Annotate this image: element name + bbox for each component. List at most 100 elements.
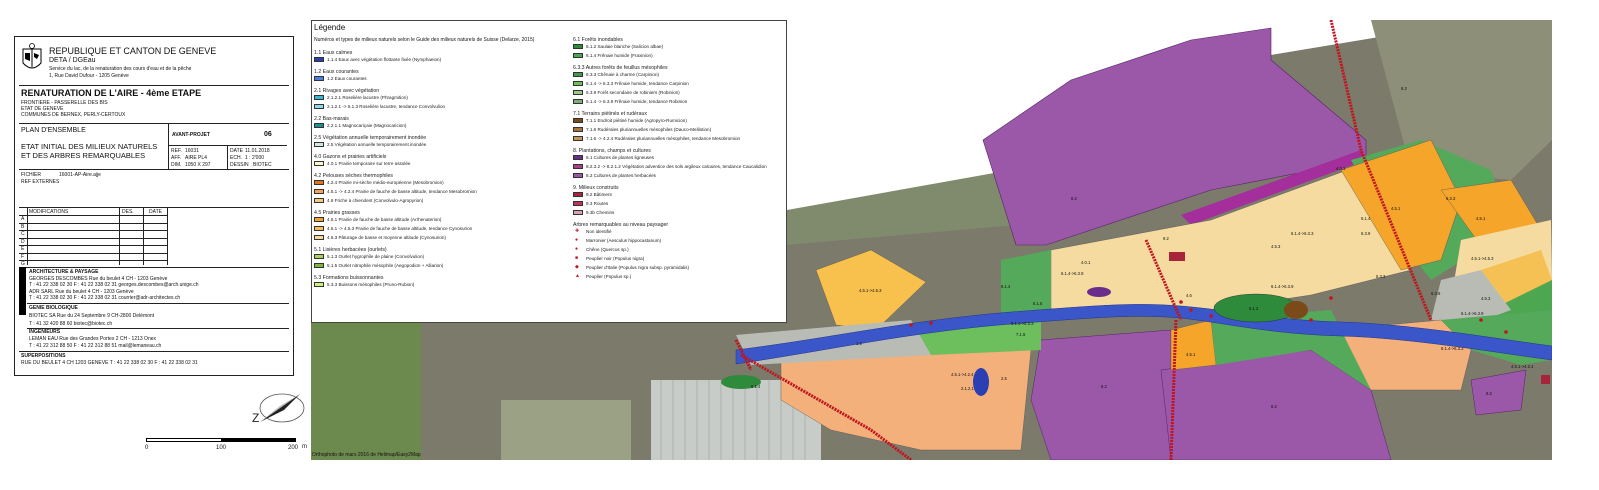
label-fre-rob-1: 6.1.4->6.3.9 (1061, 271, 1084, 276)
svg-text:Z: Z (252, 411, 259, 425)
building-9.2[interactable] (1169, 252, 1185, 261)
orthophoto-east (1371, 20, 1552, 180)
legend-subtitle: Numéros et types de milieux naturels sel… (314, 37, 535, 43)
building-9.2-small[interactable] (1541, 375, 1550, 384)
zone-4.5.1-4.5.3-west[interactable] (815, 249, 927, 331)
legend-section-heading: 7.1 Terrains piétinés et rudéraux (573, 111, 648, 117)
legend-swatch (573, 210, 583, 215)
geneva-coat-of-arms-icon (22, 43, 42, 69)
tree-symbol[interactable] (1189, 308, 1193, 312)
legend-section-heading: 9. Milieux construits (573, 185, 619, 191)
tree-symbol[interactable] (1504, 330, 1508, 334)
legend-entry: 6.1.4 Frênaie humide (Fraxinion) (573, 53, 653, 58)
legend-swatch (573, 90, 583, 95)
legend-entry-label: 6.1.4 Frênaie humide (Fraxinion) (586, 53, 653, 58)
date-header: DATE (149, 209, 162, 215)
modification-row-letter: B (21, 223, 25, 230)
legend-entry: 8.2 Cultures de plantes herbacées (573, 173, 656, 178)
legend-entry-label: Peuplier (Populus sp.) (586, 274, 632, 279)
legend-entry: 4.5.3 Pâturage de basse et moyenne altit… (314, 235, 446, 240)
zone-4.5.3-ne[interactable] (1481, 250, 1552, 310)
label-8.2-south: 8.2 (1101, 384, 1107, 389)
legend-swatch (314, 226, 324, 231)
genie-line-1: BIOTEC SA Rue du 24 Septembre 9 CH-2800 … (29, 313, 155, 319)
label-8.2-east: 8.2 (1486, 391, 1492, 396)
legend-section-heading: 5.1 Lisières herbacées (ourlets) (314, 247, 387, 253)
tree-symbol[interactable] (909, 323, 913, 327)
modification-row-letter: G (21, 261, 25, 267)
tree-symbol[interactable] (1479, 318, 1483, 322)
date-value: 11.01.2018 (245, 148, 270, 154)
legend-entry-label: 1.1.4 Eaux avec végétation flottante fix… (327, 57, 442, 62)
pond-small-2[interactable] (973, 368, 989, 396)
road-vertical (1169, 319, 1178, 460)
label-8.2-south-east: 8.2 (1271, 404, 1277, 409)
legend-entry: 5.1.5 Ourlet nitrophile mésophile (Aegop… (314, 263, 443, 268)
ing-line-2: T : 41 22 312 88 50 F : 41 22 312 88 51 … (29, 343, 162, 349)
zone-8.2-south[interactable] (1030, 329, 1172, 460)
modification-row-line (19, 252, 167, 254)
label-temp-2: 4.0.1 (1336, 166, 1346, 171)
plan-label: PLAN D'ENSEMBLE (21, 127, 86, 134)
field-green-west (311, 320, 421, 460)
legend-swatch (573, 53, 583, 58)
zone-8.2-north[interactable] (982, 27, 1367, 246)
label-cyn-west: 4.5.1->4.5.3 (859, 288, 882, 293)
legend-swatch (314, 142, 324, 147)
map-canvas[interactable]: 8.2 8.2 8.2 8.2 8.2 4.5.1->4.2.4 4.5.1->… (311, 20, 1552, 460)
river-aire[interactable] (735, 304, 1552, 365)
legend-entry: 6.3.3 Chênaie à charme (Carpinion) (573, 72, 659, 77)
legend-entry-label: 8.1 Cultures de plantes ligneuses (586, 155, 654, 160)
label-char: 6.3.3 (1446, 196, 1456, 201)
legend-swatch (573, 99, 583, 104)
legend-swatch (573, 44, 583, 49)
legend-swatch (573, 136, 583, 141)
tree-symbol-icon: ✚ (575, 228, 580, 234)
legend-entry-label: 4.5.1 -> 4.5.3 Prairie de fauche de bass… (327, 226, 473, 231)
modification-row-line (19, 222, 167, 224)
legend-section-heading: 4.5 Prairies grasses (314, 210, 360, 216)
address-label: 1, Rue David Dufour - 1205 Genève (49, 73, 129, 79)
project-line-3: COMMUNES DE BERNEX, PERLY-CERTOUX (21, 112, 126, 118)
legend-swatch (573, 155, 583, 160)
legend-entry-label: 2.2.1.1 Magnocariçaie (Magnocaricion) (327, 123, 407, 128)
legend-swatch (314, 189, 324, 194)
zone-gray-6.3.9[interactable] (1431, 270, 1511, 325)
legend-swatch (314, 161, 324, 166)
legend-entry-label: 6.1.2 Saulaie blanche (Salicion albae) (586, 44, 664, 49)
label-eau: 1.2 (856, 341, 862, 346)
legend-title: Légende (314, 23, 346, 32)
arch-line-2: T : 41 22 338 02 30 F : 41 22 338 02 31 … (29, 282, 199, 288)
zone-8.2-se-corner[interactable] (1470, 369, 1527, 416)
label-fre-carp-3: 6.1.4->6.3.3 (1441, 346, 1464, 351)
pond-small-1[interactable] (1087, 287, 1111, 297)
modification-row-letter: E (21, 246, 25, 252)
zone-4.5.1-east[interactable] (1340, 139, 1462, 271)
legend-entry: ▲Peuplier (Populus sp.) (573, 274, 632, 280)
label-rob-2: 6.3.9 (1431, 291, 1441, 296)
tree-symbol[interactable] (1309, 318, 1313, 322)
label-mesobr-west: 4.5.1->4.2.4 (951, 372, 974, 377)
zone-6.1.4-dark-small[interactable] (721, 375, 761, 389)
legend-entry: 4.5.1 Prairie de fauche de basse altitud… (314, 217, 441, 222)
project-line-2: ETAT DE GENEVE (21, 106, 64, 112)
legend-entry: 6.3.9 Forêt secondaire de robiniers (Rob… (573, 90, 680, 95)
legend-swatch (314, 95, 324, 100)
label-fre-rob-2: 6.1.4->6.3.9 (1271, 284, 1294, 289)
label-cyn-east: 4.5.1->4.5.3 (1471, 256, 1494, 261)
legend-entry-label: 4.5.1 Prairie de fauche de basse altitud… (327, 217, 442, 222)
zone-7.1.1[interactable] (1284, 301, 1308, 319)
legend-swatch (314, 217, 324, 222)
ech-value: 1 : 2'000 (245, 155, 265, 161)
tree-symbol[interactable] (1179, 300, 1183, 304)
label-fre-carp-1: 6.1.4->6.3.3 (1011, 321, 1034, 326)
service-label: Service du lac, de la renaturation des c… (49, 66, 192, 72)
legend-entry: 9.2 Bâtiment (573, 192, 612, 197)
tree-symbol[interactable] (929, 321, 933, 325)
modifications-header: MODIFICATIONS (29, 209, 69, 215)
tree-symbol[interactable] (1329, 296, 1333, 300)
tree-symbol[interactable] (1209, 314, 1213, 318)
zone-8.2-east-strip[interactable] (1181, 150, 1366, 225)
legend-entry: 5.3.3 Buissons mésophiles (Pruno-Rubion) (314, 282, 414, 287)
legend-entry: 6.1.4 -> 6.3.9 Frênaie humide, tendance … (573, 99, 687, 104)
